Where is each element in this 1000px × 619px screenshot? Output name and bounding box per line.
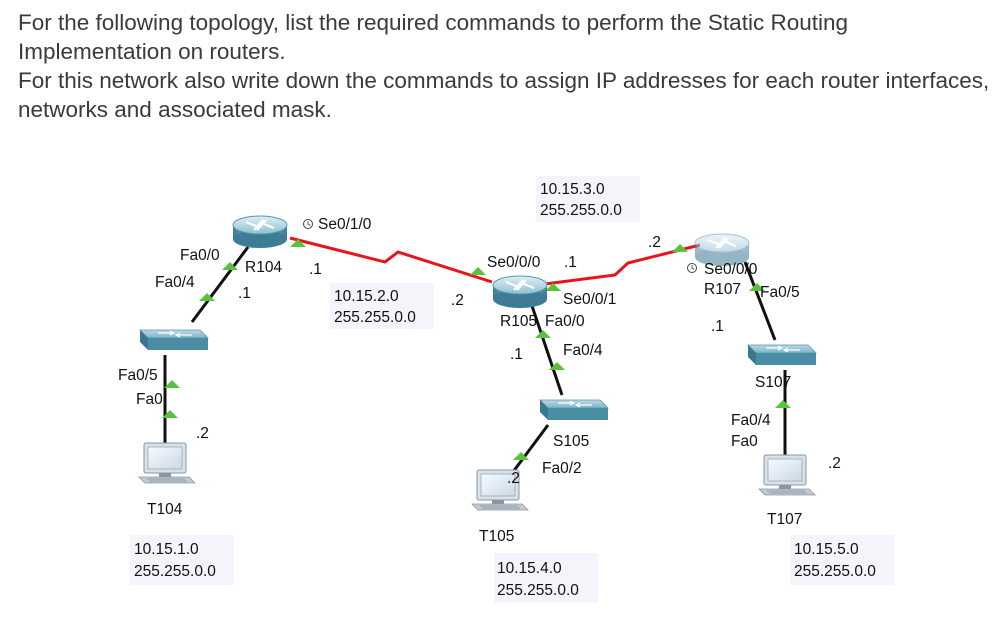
- t107-nic: Fa0: [731, 433, 758, 450]
- network-5-address: 10.15.5.0: [794, 541, 859, 558]
- switch-s105-icon[interactable]: [539, 399, 609, 421]
- link-r105-s105: [528, 299, 564, 396]
- pc-t104-icon[interactable]: [138, 442, 196, 484]
- switch-s104-icon[interactable]: [139, 329, 209, 351]
- t104-host: .2: [196, 425, 209, 442]
- t107-host: .2: [828, 455, 841, 472]
- r105-lan-interface: Fa0/0: [545, 313, 585, 330]
- r107-lan-host: .1: [711, 318, 724, 335]
- r104-serial-interface: Se0/1/0: [318, 216, 372, 233]
- network-1-address: 10.15.1.0: [134, 541, 199, 558]
- network-1-mask: 255.255.0.0: [134, 563, 216, 580]
- serial-link-r105-r107: [544, 243, 701, 286]
- t107-name: T107: [767, 511, 802, 528]
- port-status-icon: [775, 400, 791, 408]
- t105-host: .2: [507, 470, 520, 487]
- clock-icon: [687, 263, 697, 273]
- clock-icon: [303, 219, 313, 229]
- port-status-icon: [222, 262, 238, 270]
- s104-up-interface: Fa0/4: [155, 274, 195, 291]
- question-line-1: For the following topology, list the req…: [18, 10, 848, 64]
- network-5-box: [790, 535, 894, 585]
- s105-down-interface: Fa0/2: [542, 460, 582, 477]
- r105-lan-host: .1: [510, 346, 523, 363]
- port-status-icon: [749, 283, 765, 291]
- port-status-icon: [290, 239, 306, 247]
- port-status-icon: [513, 452, 529, 460]
- s104-down-interface: Fa0/5: [118, 367, 158, 384]
- network-2-mask: 255.255.0.0: [334, 309, 416, 326]
- s107-down-interface: Fa0/4: [731, 412, 771, 429]
- network-3-address: 10.15.3.0: [540, 181, 605, 198]
- pc-t107-icon[interactable]: [758, 454, 816, 496]
- port-status-icon: [535, 330, 551, 338]
- switch-s107-icon[interactable]: [747, 344, 817, 366]
- port-status-icon: [164, 380, 180, 388]
- network-4-box: [494, 553, 598, 603]
- network-1-box: [130, 535, 234, 585]
- link-r107-s107: [743, 261, 777, 341]
- r104-name: R104: [245, 259, 282, 276]
- port-status-icon: [549, 362, 565, 370]
- network-2-box: [330, 283, 434, 329]
- r107-name: R107: [704, 281, 741, 298]
- port-status-icon: [199, 293, 215, 301]
- r104-lan-host: .1: [238, 285, 251, 302]
- network-3-mask: 255.255.0.0: [540, 202, 622, 219]
- r105-name: R105: [500, 313, 537, 330]
- link-r104-s104: [190, 246, 250, 323]
- s105-up-interface: Fa0/4: [563, 342, 603, 359]
- s107-name: S107: [755, 374, 791, 391]
- network-4-address: 10.15.4.0: [497, 560, 562, 577]
- r104-serial-host: .1: [309, 261, 322, 278]
- port-status-icon: [162, 410, 178, 418]
- r105-left-peer-host: .2: [451, 292, 464, 309]
- network-2-address: 10.15.2.0: [334, 288, 399, 305]
- port-status-icon: [672, 244, 688, 252]
- r104-lan-interface: Fa0/0: [180, 247, 220, 264]
- r105-serial-left-host: .1: [564, 254, 577, 271]
- t104-nic: Fa0: [136, 391, 163, 408]
- r107-serial-interface: Se0/0/0: [704, 261, 758, 278]
- router-r104-icon[interactable]: [231, 214, 289, 250]
- router-r105-icon[interactable]: [491, 274, 549, 310]
- port-status-icon: [545, 283, 561, 291]
- r107-serial-host: .2: [648, 234, 661, 251]
- r105-serial-left-interface: Se0/0/0: [487, 254, 541, 271]
- t105-name: T105: [479, 528, 514, 545]
- r107-lan-interface: Fa0/5: [760, 284, 800, 301]
- r105-serial-right-interface: Se0/0/1: [563, 291, 616, 308]
- network-5-mask: 255.255.0.0: [794, 563, 876, 580]
- question-text: For the following topology, list the req…: [18, 8, 993, 124]
- network-4-mask: 255.255.0.0: [497, 582, 579, 599]
- network-3-box: [536, 176, 640, 222]
- question-line-2: For this network also write down the com…: [18, 68, 990, 122]
- serial-link-r104-r105: [289, 236, 493, 284]
- port-status-icon: [470, 267, 486, 275]
- t104-name: T104: [147, 501, 183, 518]
- s105-name: S105: [553, 433, 589, 450]
